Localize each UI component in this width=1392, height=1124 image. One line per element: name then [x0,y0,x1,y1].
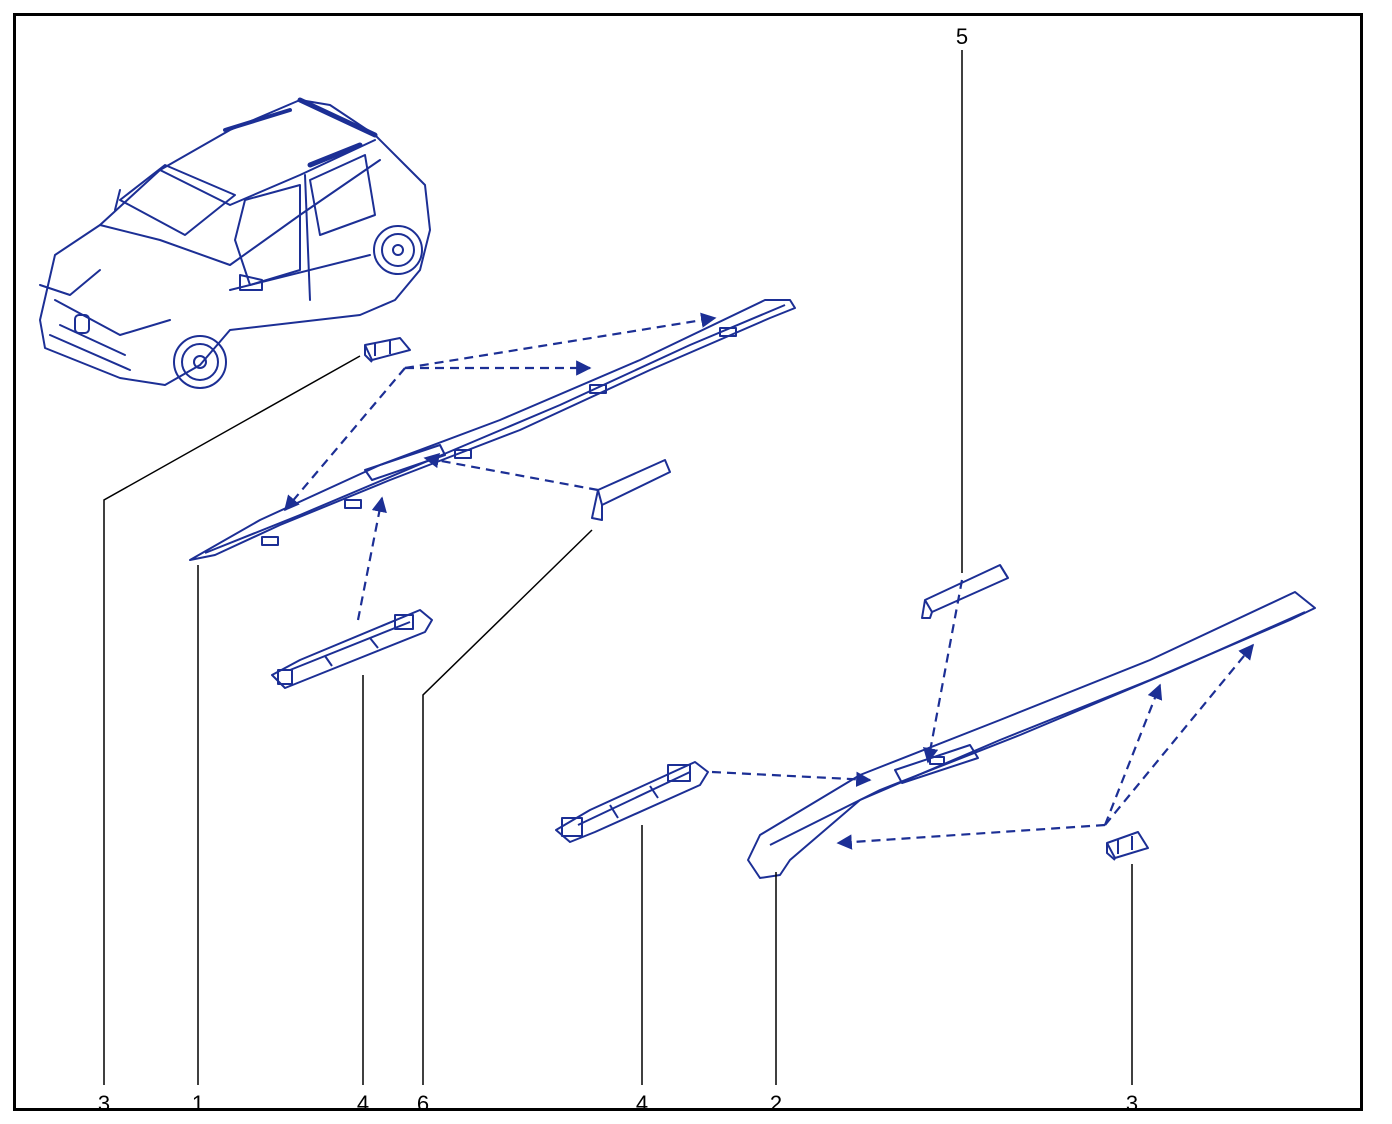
callout-4-left: 4 [356,1091,370,1116]
roof-rail-right [747,591,1316,879]
callout-3-left: 3 [97,1091,111,1116]
car-illustration [39,97,431,389]
base-4-right [555,761,709,843]
callout-3-right: 3 [1125,1091,1139,1116]
leader-lines [103,50,1133,1085]
leader-line-3-left [103,355,361,1085]
diagram-frame [13,13,1363,1111]
cover-5 [921,564,1009,619]
callout-5: 5 [955,24,969,49]
clip-3-left [364,337,411,363]
cover-6 [591,459,671,521]
leader-line-6 [422,529,593,1085]
callout-2: 2 [769,1091,783,1116]
base-4-left [271,609,433,689]
callout-6: 6 [416,1091,430,1116]
clip-3-right [1106,831,1149,861]
assembly-arrows [284,312,1254,850]
roof-rail-left [189,299,796,561]
callout-1: 1 [191,1091,205,1116]
callout-4-right: 4 [635,1091,649,1116]
